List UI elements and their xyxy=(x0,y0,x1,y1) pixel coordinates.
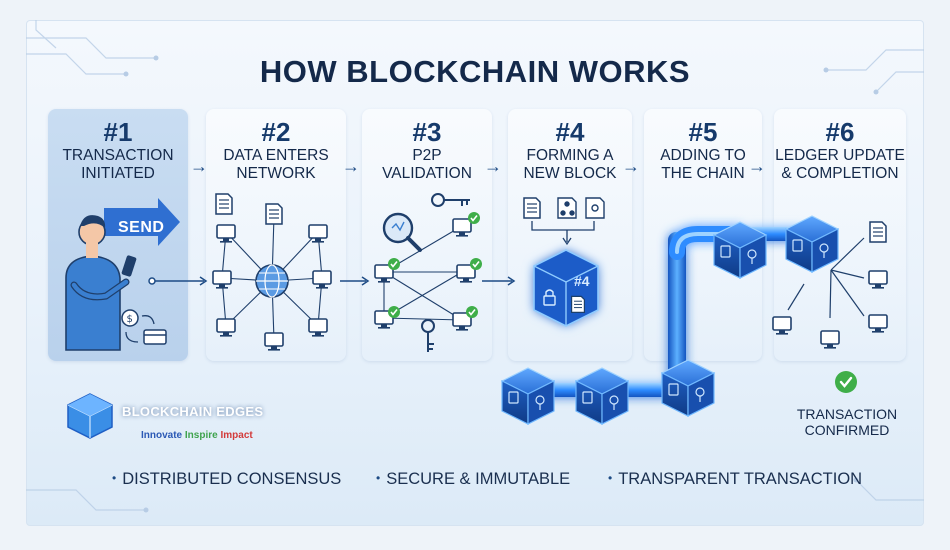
money-exchange-icon: $ xyxy=(121,309,167,345)
blockchain-chain xyxy=(531,226,806,397)
feature-text: SECURE & IMMUTABLE xyxy=(386,470,571,488)
step-5-label-line1: ADDING TO xyxy=(660,147,746,164)
block-label: #4 xyxy=(574,273,590,289)
network-icon xyxy=(557,197,605,219)
confirmation-text: TRANSACTION CONFIRMED xyxy=(786,406,908,438)
key-icon xyxy=(421,193,470,352)
step-2-number: #2 xyxy=(261,117,291,147)
step-6-label-line2: & COMPLETION xyxy=(781,165,899,182)
process-diagram: $ xyxy=(65,193,888,439)
step-4-number: #4 xyxy=(555,117,585,147)
step-2-label-line1: DATA ENTERS xyxy=(223,147,329,164)
step-6-number: #6 xyxy=(825,117,855,147)
step-4-label-line2: NEW BLOCK xyxy=(523,165,617,182)
step-6-label: LEDGER UPDATE & COMPLETION xyxy=(770,147,910,183)
step-1-number: #1 xyxy=(103,117,133,147)
step-3-label: P2P VALIDATION xyxy=(362,147,492,183)
infographic-frame: $ xyxy=(26,20,924,526)
step-arrow-5: → xyxy=(748,156,766,176)
step-arrow-1: → xyxy=(190,156,208,176)
step-4-label-line1: FORMING A xyxy=(526,147,614,164)
feature-secure-immutable: • SECURE & IMMUTABLE xyxy=(376,470,570,489)
step-6-label-line1: LEDGER UPDATE xyxy=(775,147,905,164)
brand-tagline-inspire: Inspire xyxy=(184,430,218,441)
person-with-phone-icon xyxy=(65,215,137,351)
ledger-distribution-lines xyxy=(787,237,865,319)
step-1-label-line1: TRANSACTION xyxy=(62,147,174,164)
brand-tagline: Innovate Inspire Impact xyxy=(141,430,253,441)
step-5-label: ADDING TO THE CHAIN xyxy=(644,147,762,183)
feature-bullet: • xyxy=(376,471,381,485)
block-cube-icon xyxy=(533,249,599,327)
step-arrow-4: → xyxy=(622,156,640,176)
background-circuit-art xyxy=(26,20,924,513)
magnifier-icon xyxy=(382,212,422,252)
step-arrow-2: → xyxy=(342,156,360,176)
feature-transparent-transaction: • TRANSPARENT TRANSACTION xyxy=(608,470,862,489)
globe-icon xyxy=(255,264,289,298)
send-label: SEND xyxy=(118,219,165,236)
document-icon xyxy=(215,193,283,225)
brand-tagline-impact: Impact xyxy=(220,430,253,441)
step-1-label-line2: INITIATED xyxy=(81,165,155,182)
step-3-label-line1: P2P xyxy=(412,147,442,164)
step-5-label-line2: THE CHAIN xyxy=(661,165,745,182)
feature-text: TRANSPARENT TRANSACTION xyxy=(618,470,863,488)
step-2-label: DATA ENTERS NETWORK xyxy=(206,147,346,183)
step-arrow-3: → xyxy=(484,156,502,176)
step-4-label: FORMING A NEW BLOCK xyxy=(508,147,632,183)
step-3-label-line2: VALIDATION xyxy=(382,165,472,182)
brand-name: BLOCKCHAIN EDGES xyxy=(122,404,264,419)
feature-bullet: • xyxy=(112,471,117,485)
step-3-number: #3 xyxy=(412,117,442,147)
feature-text: DISTRIBUTED CONSENSUS xyxy=(122,470,342,488)
brand-logo-icon xyxy=(67,393,113,439)
step-1-label: TRANSACTION INITIATED xyxy=(48,147,188,183)
svg-text:$: $ xyxy=(127,314,133,325)
check-icon xyxy=(835,371,857,393)
step-2-label-line2: NETWORK xyxy=(236,165,316,182)
confirmation-line1: TRANSACTION xyxy=(796,406,898,422)
document-icon xyxy=(869,221,887,243)
brand-tagline-innovate: Innovate xyxy=(141,430,183,441)
confirmation-line2: CONFIRMED xyxy=(804,422,890,438)
step-5-number: #5 xyxy=(688,117,718,147)
feature-bullet: • xyxy=(608,471,613,485)
page-title: HOW BLOCKCHAIN WORKS xyxy=(259,54,691,89)
feature-distributed-consensus: • DISTRIBUTED CONSENSUS xyxy=(112,470,341,489)
send-arrow xyxy=(104,198,180,246)
document-icon xyxy=(523,197,541,219)
lock-icon xyxy=(543,289,556,306)
